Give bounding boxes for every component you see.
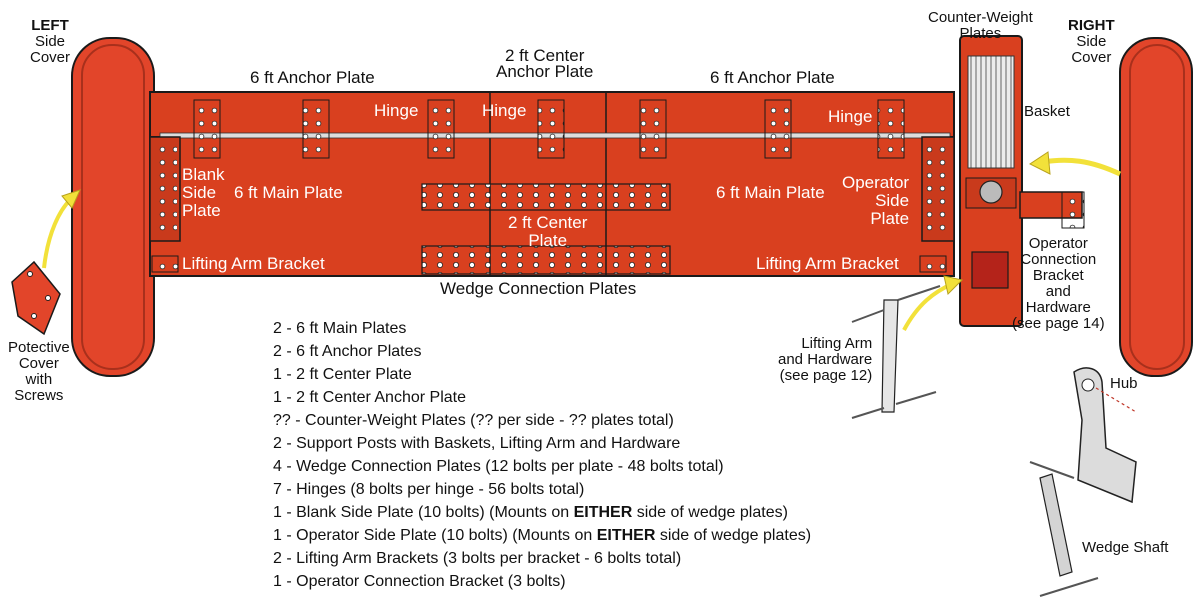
parts-item-text: 2 - 6 ft Anchor Plates [273, 343, 422, 360]
parts-list-item: 4 - Wedge Connection Plates (12 bolts pe… [273, 455, 811, 478]
blank-line1: Blank [182, 165, 225, 184]
center-plate-line2: Plate [528, 231, 568, 250]
left-side-cover [71, 37, 155, 377]
right-sub1: Side [1076, 33, 1107, 50]
parts-item-text-tail: side of wedge plates) [655, 527, 812, 544]
left-sub2: Cover [30, 49, 71, 66]
parts-list-item: 2 - 6 ft Main Plates [273, 317, 811, 340]
blank-line2: Side [182, 183, 217, 202]
operator-connection-bracket-label: Operator Connection Bracket and Hardware… [1012, 236, 1105, 332]
parts-list-item: 2 - 6 ft Anchor Plates [273, 340, 811, 363]
lifting-arm-brackets [151, 255, 947, 273]
op-conn-line2: Connection [1020, 251, 1097, 268]
center-plate-line1: 2 ft Center [508, 213, 588, 232]
anchor-plate-left-label: 6 ft Anchor Plate [250, 68, 375, 87]
blank-line3: Plate [182, 201, 221, 220]
right-sub2: Cover [1071, 49, 1112, 66]
op-conn-line4: and [1045, 283, 1071, 300]
center-anchor-plate-label: 2 ft Center Anchor Plate [496, 46, 594, 81]
parts-item-text: 2 - 6 ft Main Plates [273, 320, 407, 337]
side-plates [149, 136, 955, 242]
parts-list-item: 1 - Operator Connection Bracket (3 bolts… [273, 570, 811, 593]
main-plate-right-label: 6 ft Main Plate [716, 183, 825, 202]
hub-label: Hub [1110, 375, 1138, 392]
left-side-cover-label: LEFT Side Cover [30, 18, 70, 66]
lifting-arm-drawing [851, 285, 941, 419]
op-conn-line3: Bracket [1032, 267, 1084, 284]
parts-item-text: 2 - Lifting Arm Brackets (3 bolts per br… [273, 550, 682, 567]
parts-list-item: 1 - Blank Side Plate (10 bolts) (Mounts … [273, 501, 811, 524]
counterweight-plates-label: Counter-Weight Plates [928, 10, 1033, 42]
install-arrows [42, 151, 1122, 331]
parts-item-text: 1 - Operator Connection Bracket (3 bolts… [273, 573, 566, 590]
parts-item-emphasis: EITHER [573, 504, 633, 521]
right-title: RIGHT [1068, 17, 1115, 34]
center-anchor-line1: 2 ft Center [504, 46, 585, 65]
parts-item-text: ?? - Counter-Weight Plates (?? per side … [273, 412, 674, 429]
parts-item-text: 7 - Hinges (8 bolts per hinge - 56 bolts… [273, 481, 585, 498]
protective-line3: with [25, 371, 53, 388]
parts-list-item: 1 - Operator Side Plate (10 bolts) (Moun… [273, 524, 811, 547]
parts-item-text: 4 - Wedge Connection Plates (12 bolts pe… [273, 458, 724, 475]
wedge-connection-plates-drawing [421, 183, 671, 275]
lifting-arm-bracket-left-label: Lifting Arm Bracket [182, 254, 325, 273]
op-conn-line1: Operator [1028, 235, 1088, 252]
right-side-cover [1119, 37, 1193, 377]
lifting-arm-bracket-right-label: Lifting Arm Bracket [756, 254, 899, 273]
parts-list-item: 1 - 2 ft Center Anchor Plate [273, 386, 811, 409]
parts-list-item: 2 - Support Posts with Baskets, Lifting … [273, 432, 811, 455]
main-plate-left-label: 6 ft Main Plate [234, 183, 343, 202]
parts-list-item: 7 - Hinges (8 bolts per hinge - 56 bolts… [273, 478, 811, 501]
lift-arm-line1: Lifting Arm [801, 335, 873, 352]
parts-list-item: 2 - Lifting Arm Brackets (3 bolts per br… [273, 547, 811, 570]
protective-cover-label: Potective Cover with Screws [8, 340, 70, 404]
op-conn-line5: Hardware [1025, 299, 1091, 316]
parts-item-emphasis: EITHER [596, 527, 656, 544]
left-title: LEFT [31, 17, 69, 34]
lift-arm-line3: (see page 12) [779, 367, 873, 384]
counterweight-line1: Counter-Weight [928, 9, 1033, 26]
counterweight-line2: Plates [959, 25, 1002, 42]
operator-side-plate-label: Operator Side Plate [842, 174, 909, 228]
op-conn-line6: (see page 14) [1012, 315, 1105, 332]
wedge-shaft-label: Wedge Shaft [1082, 539, 1169, 556]
protective-cover-drawing [11, 260, 61, 336]
operator-line2: Side [875, 191, 910, 210]
parts-item-text: 1 - 2 ft Center Plate [273, 366, 412, 383]
center-plate-label: 2 ft Center Plate [508, 214, 587, 250]
parts-list-item: 1 - 2 ft Center Plate [273, 363, 811, 386]
parts-item-text: 1 - Blank Side Plate (10 bolts) (Mounts … [273, 504, 574, 521]
parts-item-text-tail: side of wedge plates) [632, 504, 788, 521]
basket-label: Basket [1024, 103, 1070, 120]
protective-line4: Screws [14, 387, 64, 404]
parts-list: 2 - 6 ft Main Plates 2 - 6 ft Anchor Plat… [273, 317, 811, 593]
hinge-label-b: Hinge [482, 101, 527, 120]
hinge-label-c: Hinge [828, 107, 873, 126]
parts-item-text: 1 - 2 ft Center Anchor Plate [273, 389, 466, 406]
lifting-arm-hardware-label: Lifting Arm and Hardware (see page 12) [778, 336, 872, 384]
parts-item-text: 1 - Operator Side Plate (10 bolts) (Moun… [273, 527, 597, 544]
parts-list-item: ?? - Counter-Weight Plates (?? per side … [273, 409, 811, 432]
right-side-cover-label: RIGHT Side Cover [1068, 18, 1115, 66]
hinge-blocks [193, 99, 905, 159]
operator-line3: Plate [870, 209, 910, 228]
hub-and-wedge-shaft-drawing [1029, 367, 1137, 597]
blank-side-plate-label: Blank Side Plate [182, 166, 225, 220]
protective-line1: Potective [8, 339, 70, 356]
protective-line2: Cover [18, 355, 59, 372]
lift-arm-line2: and Hardware [778, 351, 873, 368]
center-anchor-line2: Anchor Plate [496, 62, 594, 81]
operator-line1: Operator [842, 173, 910, 192]
parts-item-text: 2 - Support Posts with Baskets, Lifting … [273, 435, 681, 452]
hinge-label-a: Hinge [374, 101, 419, 120]
anchor-plate-right-label: 6 ft Anchor Plate [710, 68, 835, 87]
left-sub1: Side [34, 33, 66, 50]
support-post-right [959, 35, 1085, 327]
wedge-connection-plates-label: Wedge Connection Plates [440, 279, 637, 298]
